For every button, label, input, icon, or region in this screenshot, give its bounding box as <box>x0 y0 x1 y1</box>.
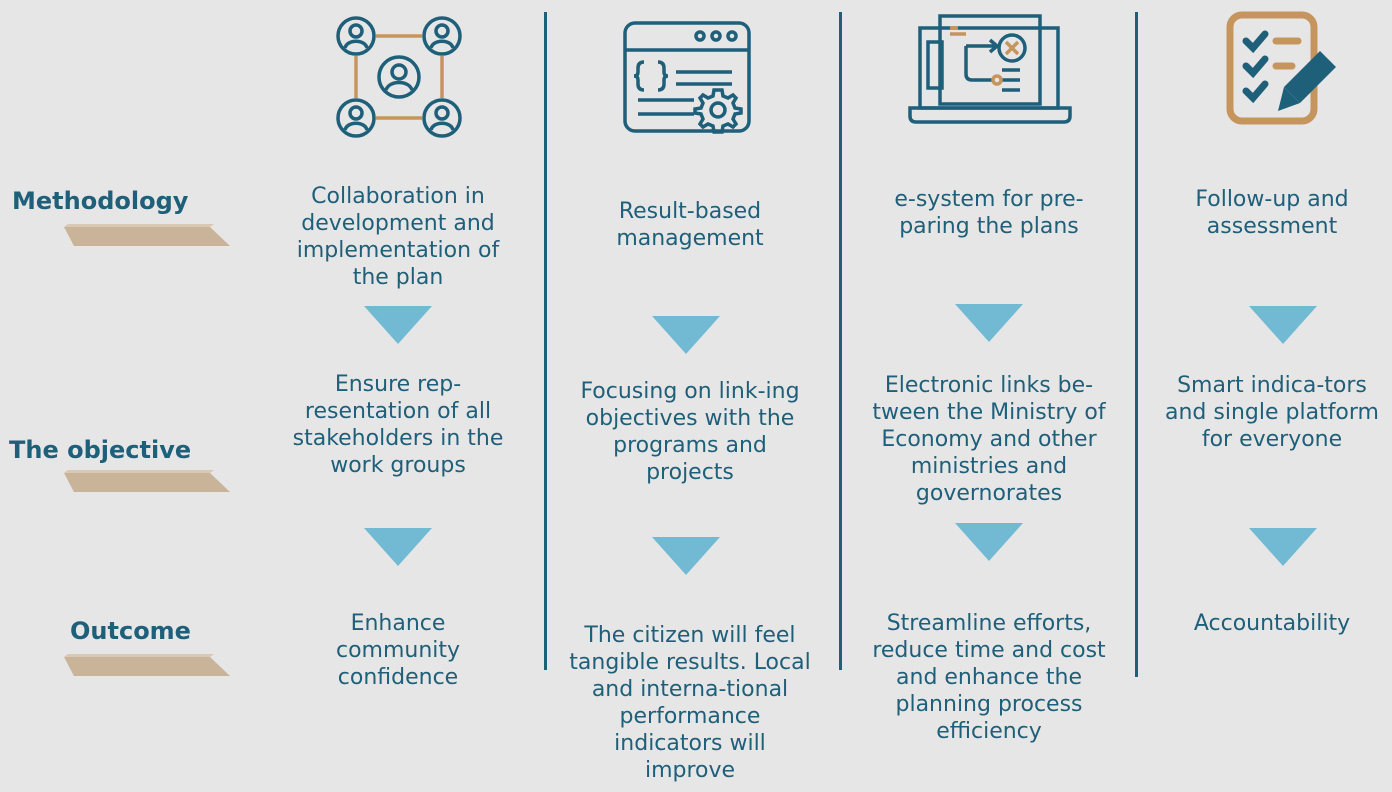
code-window-gear-icon <box>623 21 751 134</box>
col2-objective-text: Focusing on link-ing objectives with the… <box>580 379 800 485</box>
col1-objective-text: Ensure rep-resentation of all stakeholde… <box>292 372 504 478</box>
row-label-outcome: Outcome <box>70 617 191 645</box>
col3-down-triangle-2 <box>955 523 1023 561</box>
checklist-pencil-icon <box>1226 11 1336 125</box>
col4-outcome-text: Accountability <box>1193 611 1351 636</box>
col4-objective-text: Smart indica-tors and single platform fo… <box>1165 373 1379 452</box>
column-divider-1 <box>544 12 547 670</box>
col3-down-triangle-1 <box>955 304 1023 342</box>
col3-outcome-text: Streamline efforts, reduce time and cost… <box>872 611 1106 744</box>
col2-methodology-text: Result-based management <box>616 199 764 251</box>
col2-down-triangle-1 <box>652 316 720 354</box>
laptop-workflow-icon <box>908 14 1072 124</box>
col2-down-triangle-2 <box>652 537 720 575</box>
column-divider-2 <box>839 12 842 670</box>
col4-down-triangle-2 <box>1249 528 1317 566</box>
objective-arrow <box>64 470 230 492</box>
col3-methodology-text: e-system for pre-paring the plans <box>894 187 1084 239</box>
row-label-methodology: Methodology <box>12 187 189 215</box>
col3-objective-text: Electronic links be-tween the Ministry o… <box>872 373 1106 506</box>
collaboration-network-icon <box>336 16 462 138</box>
col1-down-triangle-1 <box>364 306 432 344</box>
row-label-objective: The objective <box>9 436 192 464</box>
col1-outcome-text: Enhance community confidence <box>335 611 461 690</box>
col4-methodology-text: Follow-up and assessment <box>1195 187 1349 239</box>
col1-methodology-text: Collaboration in development and impleme… <box>296 184 500 290</box>
outcome-arrow <box>64 654 230 676</box>
methodology-arrow <box>64 224 230 246</box>
col1-down-triangle-2 <box>364 528 432 566</box>
col4-down-triangle-1 <box>1249 306 1317 344</box>
column-divider-3 <box>1135 12 1138 677</box>
col2-outcome-text: The citizen will feel tangible results. … <box>569 623 811 783</box>
